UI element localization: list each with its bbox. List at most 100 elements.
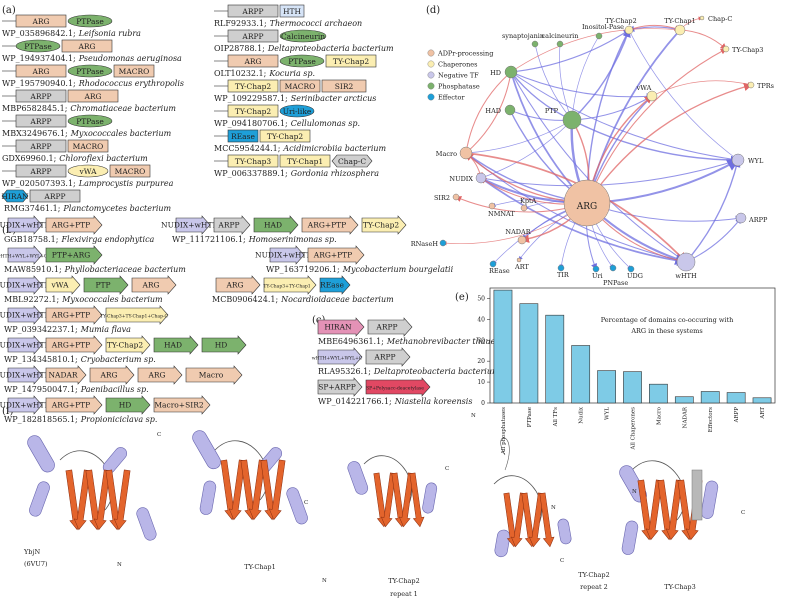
accession-id: OIP28788.1;: [214, 44, 265, 53]
gene-label: wHTH+WYL+WYL+C: [312, 356, 363, 362]
y-tick-label: 40: [477, 316, 485, 323]
organism: Myxococcales bacterium: [70, 129, 172, 138]
network-edge: [510, 29, 630, 73]
gene-arrow: [7, 275, 43, 295]
alpha-helix: [347, 461, 369, 495]
structure-label: TY-Chap2: [388, 577, 419, 585]
gene-label: REase: [320, 281, 344, 290]
accession: RLF92933.1;Thermococci archaeon: [214, 19, 362, 28]
accession: WP_006337889.1;Gordonia rhizosphera: [214, 169, 379, 178]
gene-label: TY-Chap2: [363, 221, 400, 230]
gene-arrow: [317, 317, 365, 337]
network-node: [731, 153, 745, 167]
x-tick-label: All phosphatases: [501, 407, 507, 455]
organism: Flexivirga endophytica: [60, 235, 154, 244]
accession-id: MBP6582845.1;: [2, 104, 67, 113]
network-node: [609, 264, 617, 272]
gene-arrow: [175, 215, 211, 235]
alpha-helix: [136, 507, 157, 541]
accession-id: MCC5954244.1;: [214, 144, 280, 153]
organism: Leifsonia rubra: [78, 29, 141, 38]
node-label: Macro: [436, 150, 457, 158]
gene-label: ARPP: [217, 221, 239, 230]
domain-label: ARPP: [241, 7, 263, 16]
neighborhood-row: NUDIX+wHTHARG+PTPHDMacro+SIR2WP_18281856…: [0, 395, 211, 424]
accession-id: WP_163719206.1;: [266, 265, 340, 274]
gene-arrow: [83, 275, 129, 295]
structure-label: TY-Chap1: [244, 563, 275, 571]
gene-arrow: [45, 305, 103, 325]
domain-hexagon: [331, 154, 373, 168]
domain-label: REase: [231, 132, 255, 141]
domain-ellipse: [67, 164, 109, 178]
accession: WP_194937404.1;Pseudomonas aeruginosa: [2, 54, 182, 63]
gene-label: HAD: [164, 341, 182, 350]
organism: Myxococcales bacterium: [61, 295, 163, 304]
domain-box: [259, 129, 311, 143]
network-edge: [571, 119, 740, 165]
network-node: [699, 15, 705, 21]
accession: WP_094180706.1;Cellulomonas sp.: [214, 119, 360, 128]
network-edge: [628, 29, 739, 161]
accession: OIP28788.1;Deltaproteobacteria bacterium: [214, 44, 394, 53]
node-label: NADAR: [505, 228, 531, 236]
bar: [752, 397, 772, 404]
network-edge: [510, 71, 654, 100]
legend-swatch: [427, 93, 435, 101]
domain-label: TY-Chap2: [267, 132, 304, 141]
gene-arrow: [105, 335, 151, 355]
terminus-label: C: [157, 432, 161, 438]
accession: MAW85910.1;Phyllobacteriaceae bacterium: [4, 265, 186, 274]
network-node: [516, 257, 522, 263]
accession: GGB18758.1;Flexivirga endophytica: [4, 235, 155, 244]
gene-label: ARG+PTP: [51, 311, 90, 320]
accession-id: WP_182818565.1;: [4, 415, 78, 424]
beta-strand: [268, 459, 286, 521]
accession: WP_163719206.1;Mycobacterium bourgelatii: [266, 265, 454, 274]
accession: WP_134345810.1;Cryobacterium sp.: [4, 355, 156, 364]
network-node: [676, 252, 696, 272]
bar: [726, 392, 746, 404]
alpha-helix: [557, 518, 572, 545]
gene-arrow: [301, 215, 359, 235]
domain-ellipse: [67, 114, 113, 128]
accession-id: WP_195790940.1;: [2, 79, 76, 88]
organism: Homoserinimonas sp.: [248, 235, 337, 244]
organism: Serinibacter arcticus: [291, 94, 377, 103]
gene-arrow: [137, 365, 183, 385]
accession: MBX3249676.1;Myxococcales bacterium: [2, 129, 172, 138]
node-label: WYL: [748, 157, 764, 165]
network-node: [627, 265, 635, 273]
gene-label: NUDIX+wHTH: [0, 311, 51, 320]
gene-label: ARPP: [375, 323, 397, 332]
bar: [519, 303, 539, 404]
node-label: wHTH: [675, 272, 697, 280]
domain-ellipse: [279, 54, 325, 68]
domain-label: ARPP: [29, 167, 51, 176]
organism: Gordonia rhizosphera: [291, 169, 379, 178]
terminus-label: C: [560, 558, 564, 564]
network-node: [624, 25, 634, 35]
gene-label: NUDIX+wHTH: [0, 221, 51, 230]
structure-label: repeat 2: [580, 583, 608, 591]
grey-strand: [691, 469, 703, 521]
accession-id: WP_006337889.1;: [214, 169, 288, 178]
accession: MBE6496361.1;Methanobrevibacter thaueri: [318, 337, 502, 346]
network-edge: [510, 71, 574, 121]
gene-arrow: [201, 335, 247, 355]
gene-label: HIRAN: [324, 323, 352, 332]
gene-arrow: [215, 275, 261, 295]
accession-id: WP_134345810.1;: [4, 355, 78, 364]
bar: [649, 383, 668, 404]
node-label: TY-Chap2: [605, 17, 636, 25]
nodes: ARGPTPHDHADMacroNUDIXNMNATKptANADARSIR2R…: [411, 15, 774, 287]
